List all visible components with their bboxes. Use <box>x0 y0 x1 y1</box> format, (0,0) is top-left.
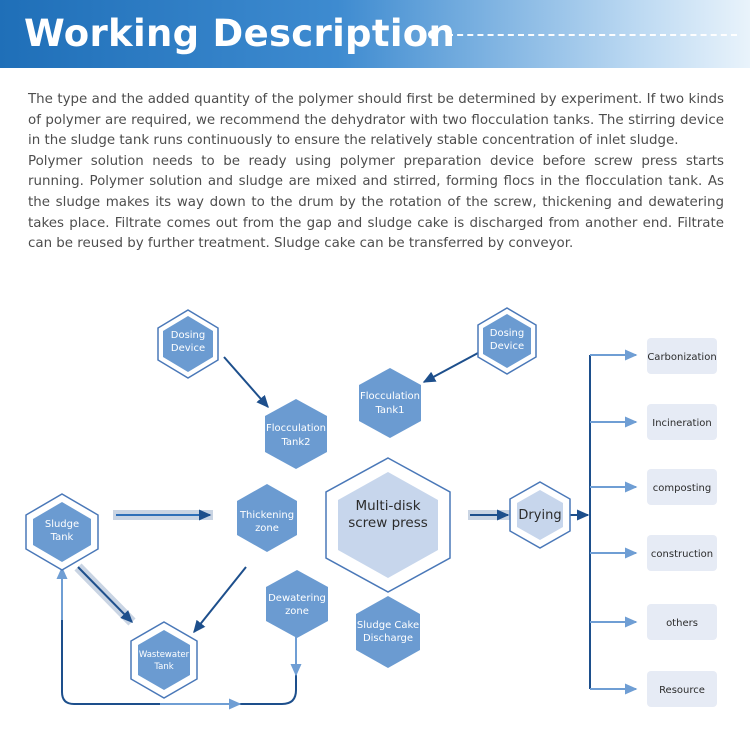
tank2-line-1: Flocculation <box>266 423 326 434</box>
drying-label: Drying <box>518 508 561 523</box>
arrow-thickening-to-wastewater <box>193 566 247 634</box>
flow-connectors <box>56 349 638 710</box>
output-incineration: Incineration <box>647 404 717 440</box>
dosing-left-line-2: Device <box>171 343 205 354</box>
header-banner: Working Description <box>0 0 750 68</box>
node-drying: Drying <box>509 481 571 549</box>
press-line-1: Multi-disk <box>355 498 420 514</box>
node-flocculation-tank1: Flocculation Tank1 <box>359 368 421 438</box>
arrow-dosing-to-tank2 <box>223 356 269 409</box>
tank2-line-2: Tank2 <box>280 437 310 448</box>
process-flow-diagram: Dosing Device Dosing Device Flocculation… <box>25 307 717 710</box>
output-composting: composting <box>647 469 717 505</box>
output-label-carbonization: Carbonization <box>647 352 716 363</box>
wastewater-line-2: Tank <box>153 662 173 672</box>
thickening-line-2: zone <box>255 523 279 534</box>
description-paragraph-2: Polymer solution needs to be ready using… <box>28 153 724 252</box>
cake-line-1: Sludge Cake <box>357 620 419 631</box>
header-dot-decoration <box>428 30 437 39</box>
header-dashed-line <box>447 34 737 36</box>
dosing-right-line-2: Device <box>490 341 524 352</box>
node-dosing-device-right: Dosing Device <box>477 307 537 375</box>
dosing-left-line-1: Dosing <box>171 330 206 341</box>
node-wastewater-tank: Wastewater Tank <box>130 621 198 699</box>
arrow-dosing-to-tank1 <box>422 352 479 383</box>
output-label-resource: Resource <box>659 685 705 696</box>
node-dosing-device-left: Dosing Device <box>157 309 219 379</box>
thickening-line-1: Thickening <box>239 510 294 521</box>
output-label-others: others <box>666 618 698 629</box>
output-construction: construction <box>647 535 717 571</box>
node-multi-disk-screw-press: Multi-disk screw press <box>325 457 451 593</box>
cake-line-2: Discharge <box>363 633 413 644</box>
node-sludge-cake-discharge: Sludge Cake Discharge <box>356 596 420 668</box>
output-resource: Resource <box>647 671 717 707</box>
wastewater-line-1: Wastewater <box>139 650 190 660</box>
node-dewatering-zone: Dewatering zone <box>266 570 328 638</box>
arrow-sludge-to-wastewater <box>77 566 133 623</box>
dewatering-line-2: zone <box>285 606 309 617</box>
description-text: The type and the added quantity of the p… <box>28 90 724 255</box>
node-flocculation-tank2: Flocculation Tank2 <box>265 399 327 469</box>
output-carbonization: Carbonization <box>647 338 717 374</box>
output-label-construction: construction <box>651 549 713 560</box>
node-sludge-tank: Sludge Tank <box>25 493 99 571</box>
sludge-tank-line-2: Tank <box>50 532 74 543</box>
output-label-composting: composting <box>653 483 711 494</box>
dosing-right-line-1: Dosing <box>490 328 525 339</box>
node-thickening-zone: Thickening zone <box>237 484 297 552</box>
page-title: Working Description <box>24 12 456 55</box>
press-line-2: screw press <box>348 515 428 531</box>
output-others: others <box>647 604 717 640</box>
description-paragraph-1: The type and the added quantity of the p… <box>28 92 724 149</box>
sludge-tank-line-1: Sludge <box>45 519 79 530</box>
dewatering-line-1: Dewatering <box>268 593 326 604</box>
output-label-incineration: Incineration <box>652 418 711 429</box>
tank1-line-2: Tank1 <box>374 405 404 416</box>
tank1-line-1: Flocculation <box>360 391 420 402</box>
